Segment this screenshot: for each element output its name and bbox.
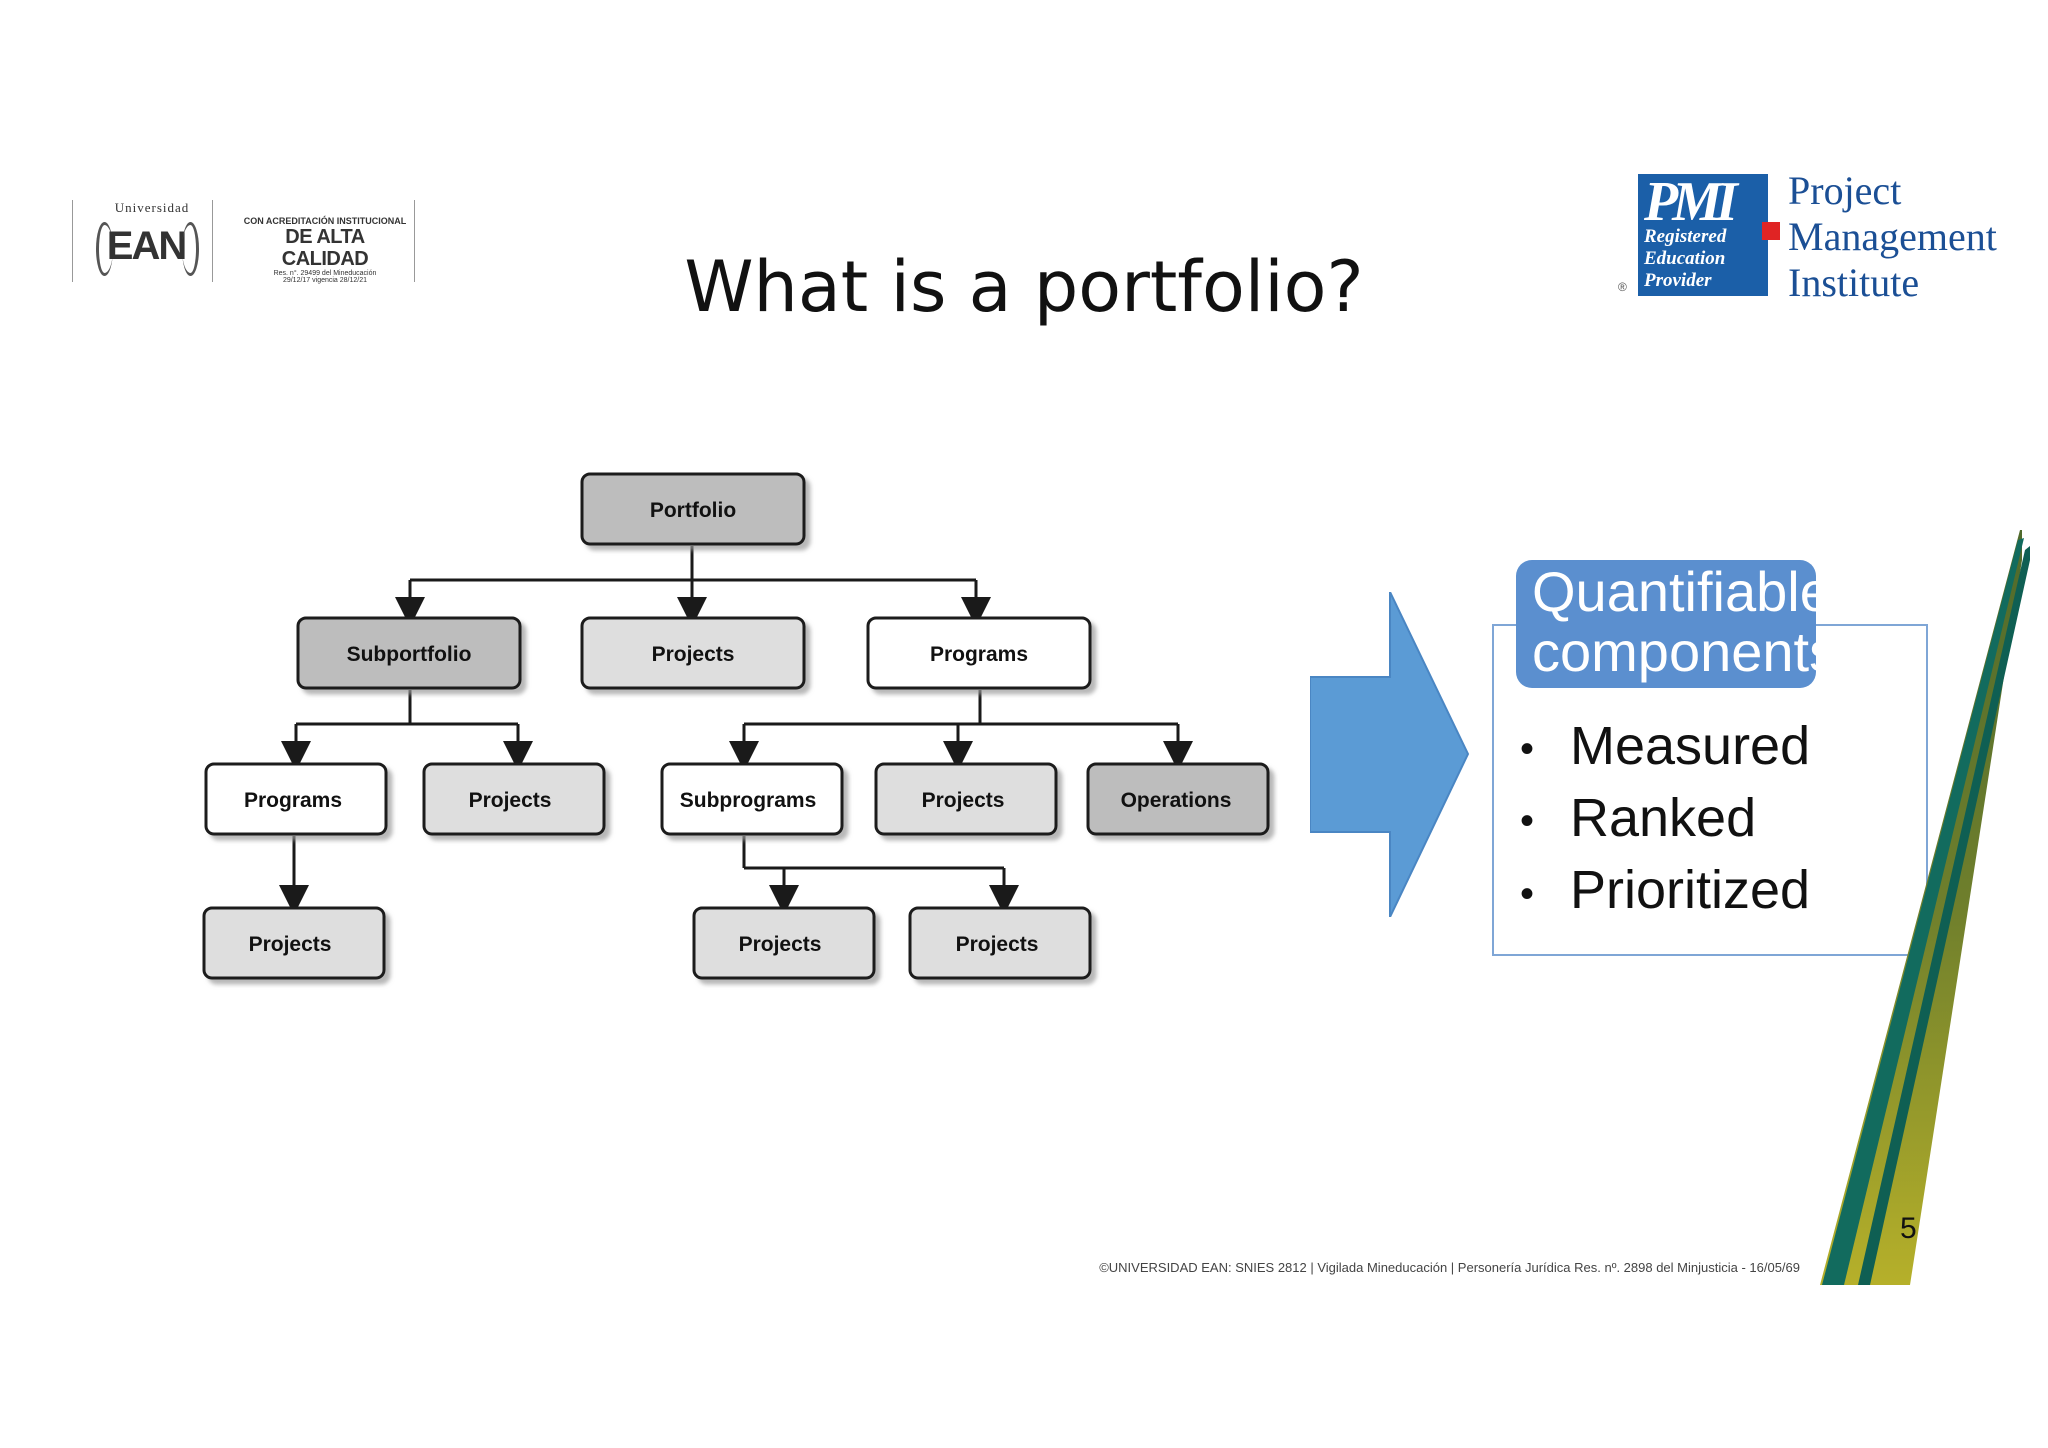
- logo-divider: [414, 200, 415, 282]
- node-label: Subprograms: [680, 789, 817, 812]
- node-projects: Projects: [202, 906, 386, 980]
- node-subprograms: Subprograms: [660, 762, 844, 836]
- ean-accreditation: CON ACREDITACIÓN INSTITUCIONAL DE ALTA C…: [240, 216, 410, 284]
- node-projects: Projects: [422, 762, 606, 836]
- node-label: Projects: [469, 789, 552, 812]
- page-number: 5: [1900, 1212, 1917, 1245]
- pmi-rep-text: Registered Education Provider: [1644, 226, 1764, 292]
- node-projects: Projects: [874, 762, 1058, 836]
- registered-mark: ®: [1618, 280, 1627, 294]
- list-item: Prioritized: [1520, 856, 1900, 928]
- pmi-logo: PMI Registered Education Provider ® Proj…: [1616, 168, 2016, 308]
- slide-title: What is a portfolio?: [684, 246, 1364, 328]
- accreditation-line2: DE ALTA CALIDAD: [281, 226, 369, 270]
- rep-line3: Provider: [1644, 270, 1712, 291]
- node-programs: Programs: [866, 616, 1092, 690]
- node-subportfolio: Subportfolio: [296, 616, 522, 690]
- node-label: Projects: [652, 643, 735, 666]
- node-label: Projects: [249, 933, 332, 956]
- pmi-name: Project Management Institute: [1788, 168, 1997, 306]
- rep-line2: Education: [1644, 248, 1726, 269]
- components-heading-line2: components: [1532, 620, 1838, 683]
- footer-text: ©UNIVERSIDAD EAN: SNIES 2812 | Vigilada …: [1099, 1260, 1800, 1275]
- node-label: Programs: [930, 643, 1028, 666]
- node-label: Projects: [739, 933, 822, 956]
- node-projects: Projects: [908, 906, 1092, 980]
- node-projects: Projects: [580, 616, 806, 690]
- node-label: Portfolio: [650, 499, 736, 522]
- node-label: Subportfolio: [347, 643, 472, 666]
- list-item: Ranked: [1520, 784, 1900, 856]
- right-arrow-icon: [1310, 592, 1470, 917]
- pmi-name-line2: Management: [1788, 214, 1997, 259]
- ean-logo: Universidad EAN CON ACREDITACIÓN INSTITU…: [72, 196, 420, 286]
- logo-divider: [212, 200, 213, 282]
- decorative-band: [1820, 530, 2030, 1285]
- node-projects: Projects: [692, 906, 876, 980]
- node-label: Projects: [956, 933, 1039, 956]
- pmi-red-square: [1762, 222, 1780, 240]
- node-label: Programs: [244, 789, 342, 812]
- accreditation-line3: Res. n°. 29499 del Mineducación: [273, 270, 377, 277]
- node-portfolio: Portfolio: [580, 472, 806, 546]
- connector-lines: [279, 546, 1193, 915]
- components-heading-line1: Quantifiable: [1532, 560, 1831, 623]
- node-label: Operations: [1121, 789, 1232, 812]
- components-list: Measured Ranked Prioritized: [1520, 712, 1900, 929]
- node-label: Projects: [922, 789, 1005, 812]
- laurel-left-icon: [96, 222, 113, 276]
- pmi-mark-box: [1638, 174, 1768, 296]
- rep-line1: Registered: [1644, 226, 1727, 247]
- list-item: Measured: [1520, 712, 1900, 784]
- logo-divider: [72, 200, 73, 282]
- accreditation-line4: 29/12/17 vigencia 28/12/21: [282, 277, 368, 284]
- laurel-right-icon: [182, 222, 199, 276]
- ean-mark: EAN: [106, 224, 187, 268]
- accreditation-line1: CON ACREDITACIÓN INSTITUCIONAL: [243, 216, 407, 226]
- ean-university-label: Universidad: [114, 200, 190, 215]
- node-programs: Programs: [204, 762, 388, 836]
- pmi-name-line3: Institute: [1788, 260, 1920, 305]
- components-heading: Quantifiable components: [1516, 560, 1838, 688]
- pmi-letters: PMI: [1644, 171, 1738, 233]
- node-operations: Operations: [1086, 762, 1270, 836]
- pmi-name-line1: Project: [1788, 168, 1902, 213]
